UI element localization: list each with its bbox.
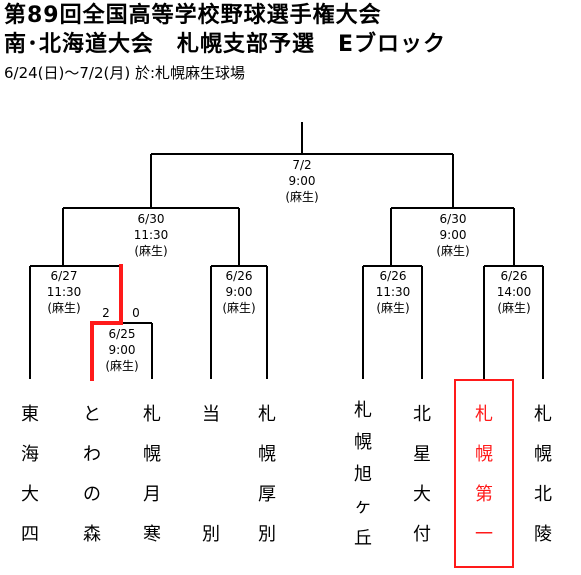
team-name-char: 付 bbox=[413, 524, 431, 545]
team-name-char: 幌 bbox=[354, 432, 372, 453]
team-name-char: 海 bbox=[21, 444, 39, 465]
team-name-char: 四 bbox=[21, 524, 39, 545]
game-date: 6/30 bbox=[137, 212, 165, 226]
team-tobetsu: 当 別 bbox=[194, 395, 228, 555]
game-venue: (麻生) bbox=[134, 244, 168, 258]
game-venue: (麻生) bbox=[497, 301, 531, 315]
schedule-venue: 6/24(日)～7/2(月) 於:札幌麻生球場 bbox=[4, 64, 246, 82]
team-hokusei-daifu: 北星大付 bbox=[405, 395, 439, 555]
game-final: 7/2 9:00 (麻生) bbox=[262, 157, 342, 205]
game-q1: 6/27 11:30 (麻生) bbox=[35, 268, 93, 316]
game-venue: (麻生) bbox=[285, 190, 319, 204]
game-q2: 6/26 9:00 (麻生) bbox=[214, 268, 264, 316]
team-name-char: 寒 bbox=[143, 524, 161, 545]
team-name-char: 北 bbox=[413, 404, 431, 425]
team-sapporo-atsubetsu: 札幌厚別 bbox=[250, 395, 284, 555]
team-name-char: 別 bbox=[258, 524, 276, 545]
team-name-char: 丘 bbox=[354, 528, 372, 549]
tournament-subtitle: 南･北海道大会 札幌支部予選 Eブロック bbox=[4, 32, 447, 57]
team-name-char: 札 bbox=[354, 400, 372, 421]
team-name-char bbox=[194, 435, 228, 475]
game-semi-right: 6/30 9:00 (麻生) bbox=[413, 211, 493, 259]
team-name-char: 第 bbox=[475, 484, 493, 505]
game-venue: (麻生) bbox=[105, 359, 139, 373]
score-right: 0 bbox=[132, 306, 140, 320]
game-time: 9:00 bbox=[108, 343, 136, 357]
game-semi-left: 6/30 11:30 (麻生) bbox=[111, 211, 191, 259]
team-name-char: 札 bbox=[258, 404, 276, 425]
game-venue: (麻生) bbox=[436, 244, 470, 258]
team-name-char: ヶ bbox=[354, 496, 372, 517]
team-name-char: わ bbox=[83, 444, 101, 465]
game-time: 11:30 bbox=[133, 228, 169, 242]
team-sapporo-asahigaoka: 札幌旭ヶ丘 bbox=[346, 395, 380, 555]
game-q3: 6/26 11:30 (麻生) bbox=[366, 268, 420, 316]
game-venue: (麻生) bbox=[222, 301, 256, 315]
game-time: 11:30 bbox=[46, 285, 82, 299]
team-name-char: 北 bbox=[534, 484, 552, 505]
team-name-char: の bbox=[83, 484, 101, 505]
game-time: 9:00 bbox=[225, 285, 253, 299]
score-left: 2 bbox=[102, 306, 110, 320]
team-name-char: 幌 bbox=[475, 444, 493, 465]
team-name-char: 幌 bbox=[258, 444, 276, 465]
team-name-char: 幌 bbox=[143, 444, 161, 465]
game-date: 6/26 bbox=[225, 269, 253, 283]
team-name-char bbox=[194, 475, 228, 515]
game-date: 6/26 bbox=[379, 269, 407, 283]
game-time: 14:00 bbox=[496, 285, 532, 299]
team-name-char: 旭 bbox=[354, 464, 372, 485]
game-first-round: 6/25 9:00 (麻生) bbox=[95, 326, 149, 374]
team-sapporo-hokuryo: 札幌北陵 bbox=[526, 395, 560, 555]
team-name-char: 大 bbox=[21, 484, 39, 505]
game-date: 7/2 bbox=[292, 158, 312, 172]
game-q4: 6/26 14:00 (麻生) bbox=[487, 268, 541, 316]
game-venue: (麻生) bbox=[47, 301, 81, 315]
team-name-char: 一 bbox=[475, 524, 493, 545]
team-name-char: 別 bbox=[202, 524, 220, 545]
team-name-char: と bbox=[83, 404, 101, 425]
game-time: 9:00 bbox=[439, 228, 467, 242]
team-towanomori: とわの森 bbox=[75, 395, 109, 555]
team-name-char: 森 bbox=[83, 524, 101, 545]
team-name-char: 札 bbox=[143, 404, 161, 425]
team-sapporo-tsukisamu: 札幌月寒 bbox=[135, 395, 169, 555]
team-name-char: 札 bbox=[475, 404, 493, 425]
game-date: 6/30 bbox=[439, 212, 467, 226]
team-sapporo-daiichi: 札幌第一 bbox=[467, 395, 501, 555]
team-name-char: 厚 bbox=[258, 484, 276, 505]
game-time: 11:30 bbox=[375, 285, 411, 299]
game-date: 6/25 bbox=[108, 327, 136, 341]
team-name-char: 東 bbox=[21, 404, 39, 425]
game-date: 6/26 bbox=[500, 269, 528, 283]
team-name-char: 月 bbox=[143, 484, 161, 505]
game-venue: (麻生) bbox=[376, 301, 410, 315]
team-name-char: 当 bbox=[202, 404, 220, 425]
winner-highlight-box bbox=[454, 379, 514, 568]
team-name-char: 星 bbox=[413, 444, 431, 465]
game-time: 9:00 bbox=[288, 174, 316, 188]
team-tokai-daiyon: 東海大四 bbox=[13, 395, 47, 555]
game-date: 6/27 bbox=[50, 269, 78, 283]
team-name-char: 大 bbox=[413, 484, 431, 505]
team-name-char: 幌 bbox=[534, 444, 552, 465]
team-name-char: 陵 bbox=[534, 524, 552, 545]
team-name-char: 札 bbox=[534, 404, 552, 425]
tournament-title: 第89回全国高等学校野球選手権大会 bbox=[4, 3, 382, 28]
